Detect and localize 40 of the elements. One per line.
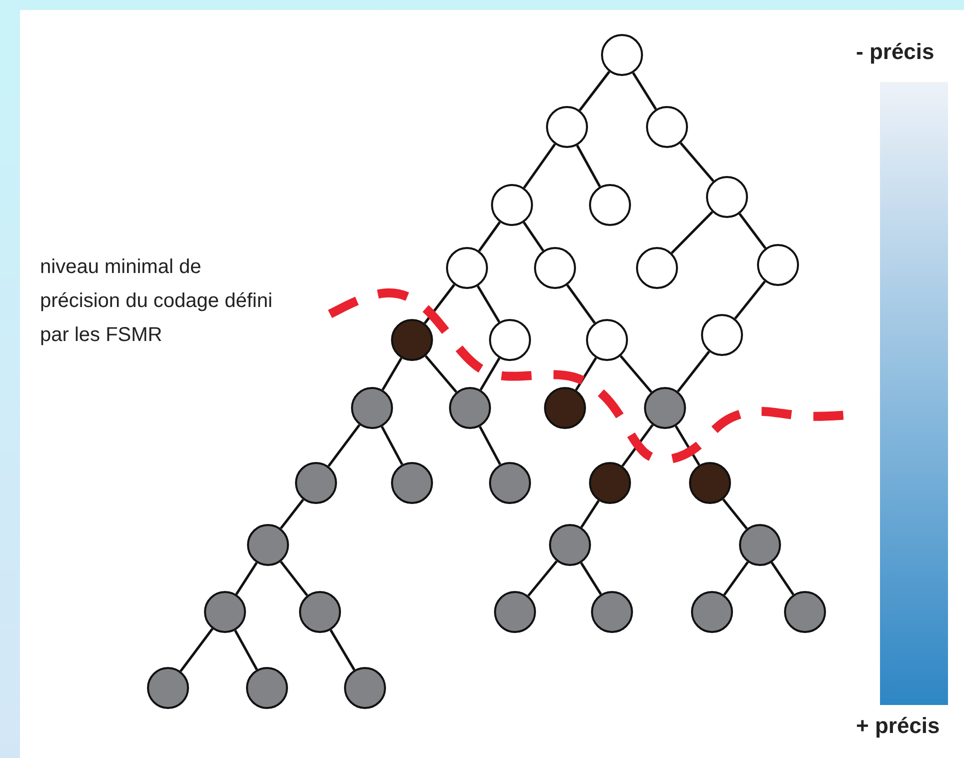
tree-branch	[478, 426, 502, 466]
tree-branch	[476, 285, 500, 323]
tree-branch	[382, 357, 402, 391]
tree-branch	[576, 144, 601, 188]
annotation-text: niveau minimal de précision du codage défini par les FSMR	[40, 255, 274, 348]
tree-branch	[722, 498, 748, 530]
tree-branch	[527, 560, 558, 597]
tree-branch	[380, 426, 404, 466]
tree-branch	[180, 628, 214, 672]
tree-branch	[680, 142, 714, 182]
scale-bottom-label: + précis	[856, 712, 940, 740]
tree-branch	[566, 284, 596, 324]
tree-branch	[621, 424, 654, 467]
tree-branch	[480, 357, 500, 391]
tree-branch	[574, 357, 598, 391]
tree-branch	[770, 562, 794, 596]
tree-branch	[632, 72, 657, 110]
tree-branch	[670, 211, 714, 254]
tree-branch	[328, 424, 360, 467]
tree-branch	[478, 221, 501, 252]
tree-branch	[522, 222, 544, 252]
tree-branch	[424, 355, 458, 393]
tree-branch	[738, 213, 766, 249]
scale-top-label: - précis	[856, 38, 934, 66]
tree-branch	[580, 562, 602, 595]
tree-branch	[424, 284, 456, 324]
tree-branch	[235, 562, 258, 595]
tree-branch	[620, 355, 652, 393]
tree-branch	[580, 500, 600, 528]
tree-branch	[330, 629, 356, 671]
tree-branch	[578, 70, 610, 112]
tree-branch	[676, 350, 710, 392]
tree-branch	[280, 498, 304, 530]
tree-branch	[234, 630, 258, 670]
tree-branch	[734, 280, 766, 320]
tree-branch	[280, 560, 308, 596]
tree-branch	[723, 561, 749, 596]
tree-branch	[674, 425, 700, 466]
precision-scale-bar	[880, 82, 948, 705]
tree-branch	[523, 143, 556, 189]
